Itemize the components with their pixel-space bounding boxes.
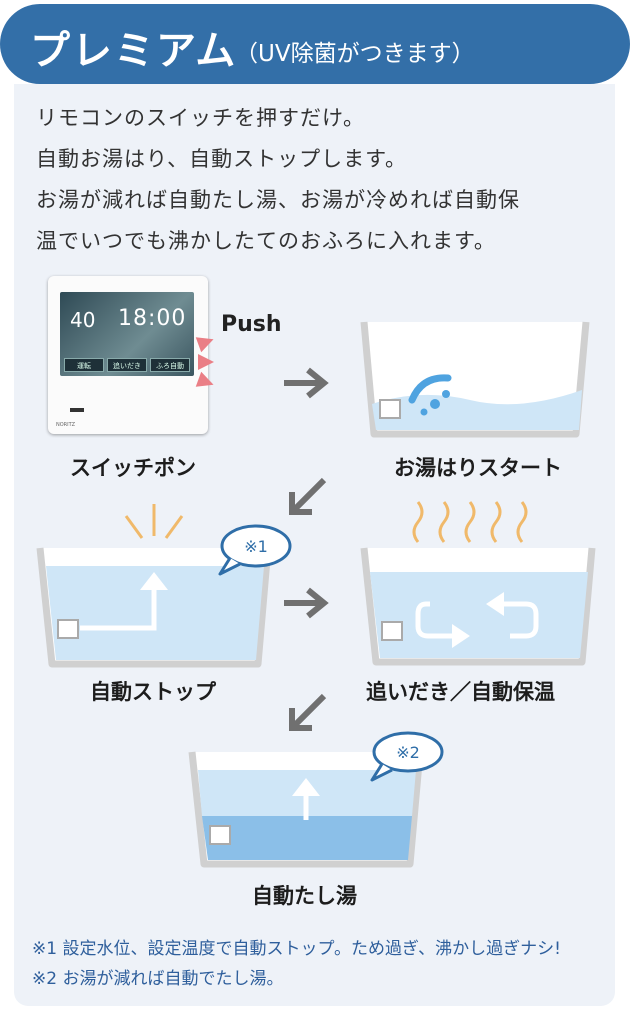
remote-time: 18:00 bbox=[118, 306, 187, 331]
remote-screen: 40 18:00 運転 追いだき ふろ自動 bbox=[60, 292, 194, 376]
header-title: プレミアム bbox=[30, 28, 238, 74]
note-bubble-1: ※1 bbox=[218, 524, 292, 576]
arrow-right-icon bbox=[284, 587, 329, 619]
step-label-switch: スイッチポン bbox=[70, 456, 196, 480]
footnotes: ※1 設定水位、設定温度で自動ストップ。ため過ぎ、沸かし過ぎナシ! ※2 お湯が… bbox=[32, 934, 561, 994]
remote-temperature: 40 bbox=[70, 308, 96, 332]
intro-text: リモコンのスイッチを押すだけ。 自動お湯はり、自動ストップします。 お湯が減れば… bbox=[36, 98, 606, 262]
arrow-down-left-icon bbox=[289, 477, 327, 515]
push-indicator-icon bbox=[195, 337, 214, 387]
bathtub-filling bbox=[360, 321, 590, 438]
push-label: Push bbox=[221, 312, 282, 337]
remote-button: 追いだき bbox=[107, 358, 147, 372]
arrow-down-left-icon bbox=[289, 693, 327, 731]
remote-controller: 40 18:00 運転 追いだき ふろ自動 NORITZ bbox=[48, 276, 208, 434]
bathtub-auto-stop bbox=[36, 504, 272, 668]
arrow-right-icon bbox=[284, 367, 329, 399]
bathtub-reheat bbox=[360, 501, 596, 666]
remote-button: ふろ自動 bbox=[150, 358, 190, 372]
step-label-filling: お湯はりスタート bbox=[394, 456, 562, 480]
note-bubble-2-text: ※2 bbox=[396, 743, 420, 762]
intro-line: リモコンのスイッチを押すだけ。 bbox=[36, 106, 365, 130]
bathtub-top-up bbox=[188, 751, 424, 868]
remote-brand: NORITZ bbox=[56, 422, 76, 428]
step-label-reheat: 追いだき／自動保温 bbox=[366, 680, 555, 704]
note-bubble-1-text: ※1 bbox=[244, 537, 268, 556]
header-subtitle: （UV除菌がつきます） bbox=[235, 41, 475, 67]
intro-line: 自動お湯はり、自動ストップします。 bbox=[36, 147, 408, 171]
remote-switch-bar bbox=[70, 408, 84, 412]
remote-button: 運転 bbox=[64, 358, 104, 372]
header-banner: プレミアム （UV除菌がつきます） bbox=[0, 4, 630, 84]
step-label-top-up: 自動たし湯 bbox=[252, 884, 357, 908]
note-bubble-2: ※2 bbox=[370, 731, 444, 782]
intro-line: 温でいつでも沸かしたてのおふろに入れます。 bbox=[36, 229, 496, 253]
footnote: ※1 設定水位、設定温度で自動ストップ。ため過ぎ、沸かし過ぎナシ! bbox=[32, 939, 561, 959]
footnote: ※2 お湯が減れば自動でたし湯。 bbox=[32, 969, 284, 989]
step-label-auto-stop: 自動ストップ bbox=[90, 680, 216, 704]
intro-line: お湯が減れば自動たし湯、お湯が冷めれば自動保 bbox=[36, 188, 520, 212]
